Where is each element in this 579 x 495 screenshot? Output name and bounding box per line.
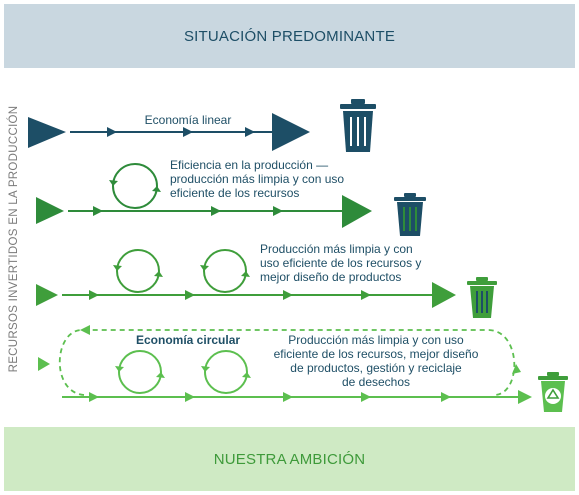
row-circular xyxy=(38,325,568,412)
circular-dashed-loop xyxy=(58,329,516,396)
start-arrow xyxy=(28,117,66,148)
row-linear xyxy=(28,99,376,152)
loop xyxy=(203,249,247,293)
loop xyxy=(204,350,248,394)
start-arrow xyxy=(36,197,64,224)
trash-can-icon xyxy=(394,193,426,236)
header-title: SITUACIÓN PREDOMINANTE xyxy=(183,27,396,45)
label-circular: Producción más limpia y con uso eficient… xyxy=(273,333,479,389)
start-arrow xyxy=(36,284,58,306)
end-arrow xyxy=(518,390,532,404)
row-efficiency xyxy=(36,163,426,236)
end-arrow xyxy=(432,282,456,308)
start-arrow xyxy=(38,357,50,371)
label-cleaner-design: Producción más limpia y con uso eficient… xyxy=(260,242,422,284)
loop xyxy=(116,249,160,293)
header-banner: SITUACIÓN PREDOMINANTE xyxy=(4,4,575,68)
recycling-bin-icon xyxy=(538,372,568,412)
trash-can-icon xyxy=(340,99,376,152)
row-cleaner-design xyxy=(36,249,497,318)
loop xyxy=(112,163,158,209)
label-circular-economy-title: Economía circular xyxy=(136,333,241,347)
footer-title: NUESTRA AMBICIÓN xyxy=(213,450,366,468)
end-arrow xyxy=(342,195,372,228)
trash-can-icon xyxy=(467,277,497,318)
end-arrow xyxy=(272,113,310,151)
footer-banner: NUESTRA AMBICIÓN xyxy=(4,427,575,491)
label-efficiency: Eficiencia en la producción — producción… xyxy=(170,158,345,200)
label-linear-economy: Economía linear xyxy=(144,113,232,127)
loop xyxy=(118,350,162,394)
